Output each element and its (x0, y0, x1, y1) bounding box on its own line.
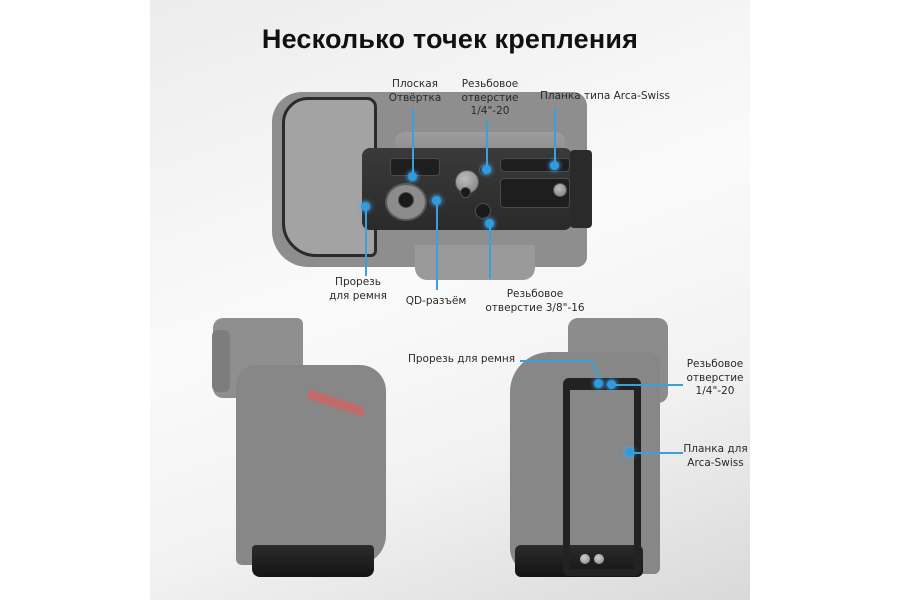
callout-line (554, 108, 556, 163)
arca-groove (500, 158, 570, 172)
callout-line (633, 452, 683, 454)
callout-strap-slot-side: Прорезь для ремня (408, 353, 516, 365)
callout-line (489, 227, 491, 279)
thread-hole-3-8 (475, 203, 491, 219)
bracket-screw (580, 554, 590, 564)
page-title: Несколько точек крепления (261, 24, 639, 54)
callout-arca-plate: Планка типа Arca-Swiss (540, 90, 670, 102)
l-bracket (563, 378, 641, 576)
marker-dot (625, 448, 634, 457)
callout-line (520, 360, 592, 362)
grip-cage (282, 97, 377, 257)
callout-arca-plate-side: Планка для Arca-Swiss (683, 443, 748, 469)
marker-dot (361, 202, 370, 211)
marker-dot (485, 219, 494, 228)
rail-screw (553, 183, 567, 197)
marker-dot (607, 380, 616, 389)
thread-hole (460, 187, 471, 198)
bracket-screw (594, 554, 604, 564)
marker-dot (432, 196, 441, 205)
callout-screwdriver: Плоская Отвёртка (388, 78, 442, 104)
qd-hole (398, 192, 414, 208)
callout-line (436, 204, 438, 290)
eyecup (570, 150, 592, 228)
eyecup (212, 330, 230, 392)
callout-line (486, 121, 488, 168)
callout-thread-quarter: Резьбовое отверстие 1/4"-20 (461, 78, 519, 117)
camera-lower-part (415, 245, 535, 280)
callout-line (615, 384, 683, 386)
marker-dot (550, 161, 559, 170)
callout-line (365, 210, 367, 276)
callout-line (412, 108, 414, 174)
plate-screw (455, 170, 479, 194)
marker-dot (482, 165, 491, 174)
base-plate (252, 545, 374, 577)
callout-strap-slot: Прорезь для ремня (329, 276, 387, 302)
marker-dot (408, 172, 417, 181)
callout-thread-three-eighths: Резьбовое отверстие 3/8"-16 (485, 288, 585, 314)
marker-dot (594, 379, 603, 388)
callout-qd-socket: QD-разъём (405, 295, 467, 307)
callout-thread-quarter-side: Резьбовое отверстие 1/4"-20 (686, 358, 744, 397)
